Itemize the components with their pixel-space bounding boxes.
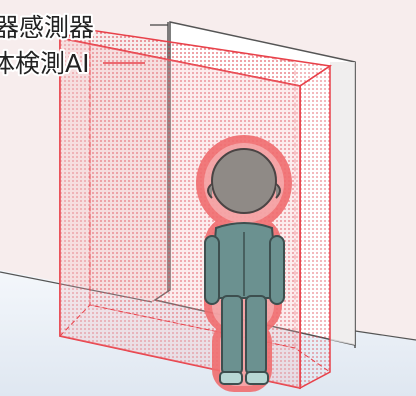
person-leg-left	[221, 295, 243, 375]
detection-zone-floor-dash	[59, 304, 331, 373]
person-figure	[196, 135, 292, 392]
detection-zone-side	[299, 64, 331, 390]
person-ear-right	[275, 183, 281, 199]
person-leg-right	[245, 295, 267, 375]
person-arm-left	[204, 235, 220, 305]
detection-zone	[59, 29, 333, 390]
label-ai-detection: 体検測AI	[0, 49, 89, 78]
door-jamb-shadow	[330, 62, 355, 345]
person-shoe-right	[245, 371, 269, 385]
label-sensor: 器感測器	[0, 13, 94, 42]
person-head	[211, 148, 277, 214]
person-arm-right	[269, 235, 285, 305]
person-shoe-left	[219, 371, 243, 385]
person-ear	[207, 183, 213, 199]
